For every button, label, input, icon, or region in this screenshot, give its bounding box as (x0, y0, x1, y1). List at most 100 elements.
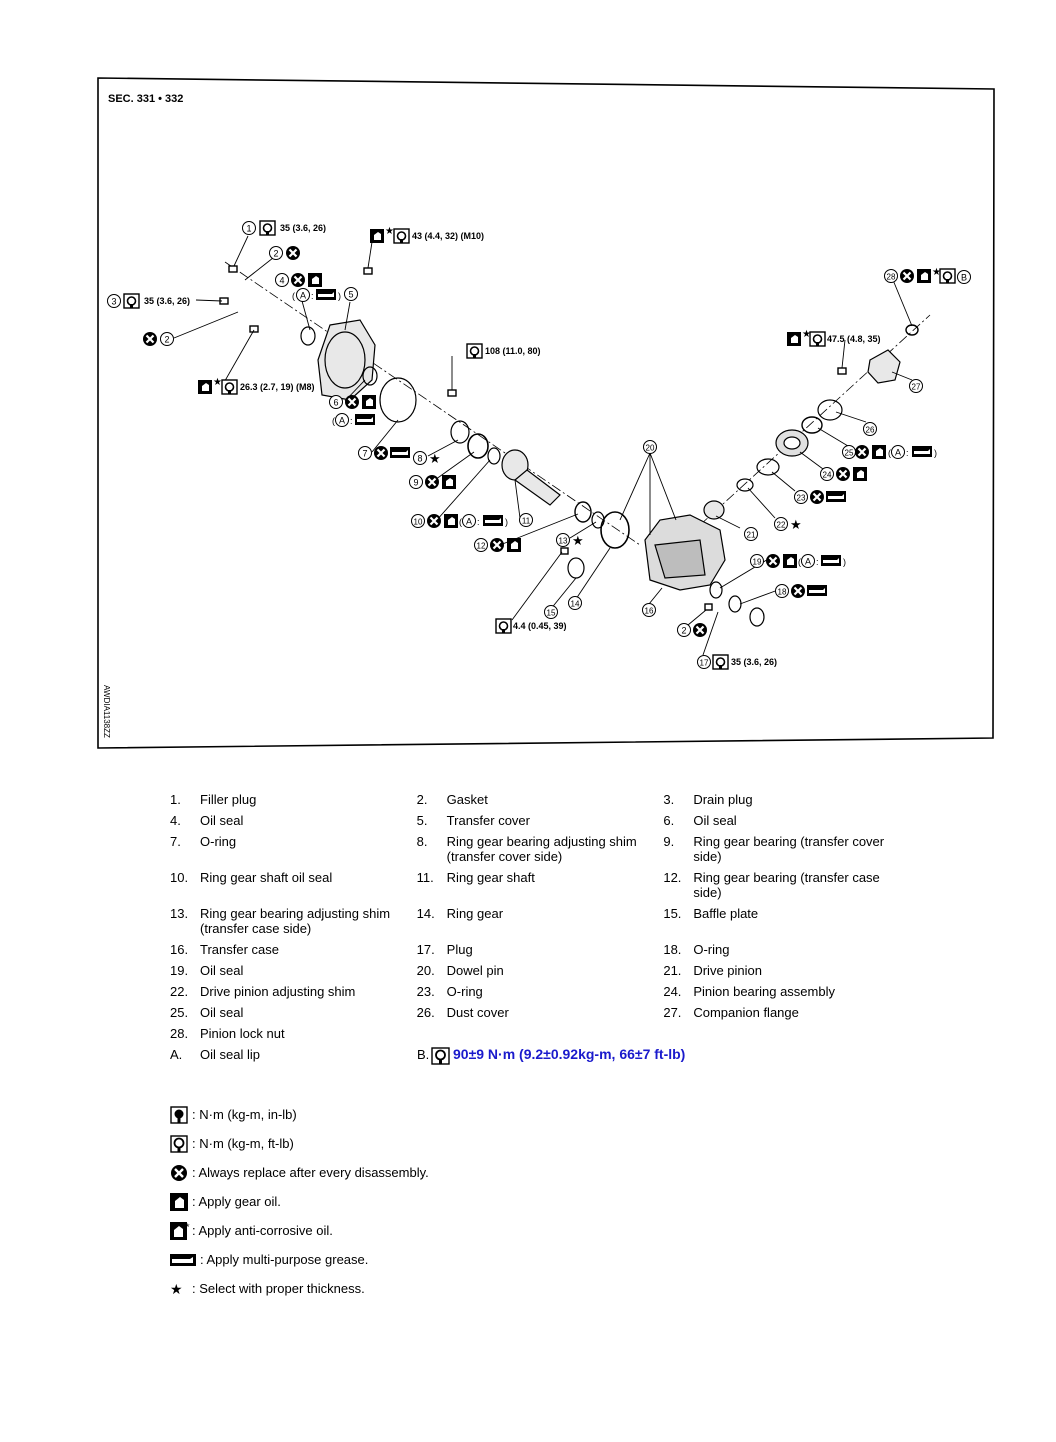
svg-text:27: 27 (912, 383, 921, 392)
part-number: 26. (416, 1005, 435, 1020)
part-name: O-ring (693, 942, 730, 957)
part-name: Dust cover (446, 1005, 509, 1020)
torque-47-5: ★47.5 (4.8, 35) (787, 329, 881, 347)
o-ring-18-shape (728, 595, 742, 613)
svg-text:35 (3.6, 26): 35 (3.6, 26) (731, 657, 777, 667)
svg-text:12: 12 (477, 542, 486, 551)
part-name: Filler plug (200, 792, 257, 807)
svg-text::: : (906, 448, 909, 458)
key-text: : N·m (kg-m, in-lb) (192, 1107, 297, 1122)
svg-text:2: 2 (273, 249, 278, 259)
key-row: : N·m (kg-m, ft-lb) (170, 1129, 429, 1158)
grease-icon (170, 1251, 198, 1269)
part-name: Ring gear shaft oil seal (200, 870, 333, 885)
svg-text:43 (4.4, 32) (M10): 43 (4.4, 32) (M10) (412, 231, 484, 241)
callout-28: 28★B (884, 267, 971, 285)
svg-text:★: ★ (802, 329, 811, 340)
figure-code: AWDIA1138ZZ (102, 685, 111, 738)
part-item: 13. Ring gear bearing adjusting shim (tra… (170, 906, 417, 936)
part-number: 19. (170, 963, 189, 978)
part-item: 10.Ring gear shaft oil seal (170, 870, 417, 900)
svg-text:4: 4 (279, 276, 284, 286)
svg-text:★: ★ (932, 267, 941, 278)
diagram-frame (97, 77, 995, 749)
part-number: 5. (416, 813, 428, 828)
callout-19: 19 (A:) (750, 552, 846, 570)
part-item: 23.O-ring (417, 984, 664, 999)
part-name: Ring gear bearing adjusting shim (transf… (446, 834, 637, 864)
part-item: 28.Pinion lock nut (170, 1026, 417, 1041)
part-name: Drive pinion (693, 963, 762, 978)
parts-row: 13. Ring gear bearing adjusting shim (tra… (170, 906, 910, 936)
key-text: : Select with proper thickness. (192, 1281, 365, 1296)
part-number: 13. (170, 906, 189, 921)
part-item: 11.Ring gear shaft (417, 870, 664, 900)
svg-text::: : (311, 291, 314, 301)
key-text: : Apply multi-purpose grease. (200, 1252, 369, 1267)
part-name: Ring gear bearing (transfer case side) (693, 870, 880, 900)
torque-m8: ★26.3 (2.7, 19) (M8) (198, 377, 315, 395)
callout-26: 26 (863, 422, 877, 436)
svg-text:23: 23 (797, 494, 806, 503)
callout-21: 21 (744, 527, 758, 541)
callout-18: 18 (775, 582, 827, 600)
part-name: Ring gear bearing adjusting shim (transf… (200, 906, 391, 936)
part-number: 20. (416, 963, 435, 978)
key-row: : Always replace after every disassembly… (170, 1158, 429, 1187)
part-item: 1.Filler plug (170, 792, 417, 807)
part-item: 19.Oil seal (170, 963, 417, 978)
svg-text:11: 11 (522, 517, 531, 526)
svg-text:15: 15 (547, 609, 556, 618)
exploded-view-diagram: SEC. 331 • 332 AWDIA1138ZZ (97, 77, 995, 749)
svg-text:13: 13 (559, 537, 568, 546)
ring-gear-shaft-shape (501, 449, 561, 506)
bearing-9-shape (467, 433, 489, 459)
callout-20: 20 (643, 440, 657, 454)
callout-7: 7 (358, 444, 410, 462)
anticorrosive-oil-icon: * (170, 1221, 190, 1240)
part-number: 25. (170, 1005, 189, 1020)
transfer-cover-shape (317, 319, 376, 401)
svg-text:21: 21 (747, 531, 756, 540)
svg-text:A: A (466, 517, 472, 527)
part-name: Companion flange (693, 1005, 799, 1020)
part-number: 3. (663, 792, 675, 807)
callout-15: 15 (544, 605, 558, 619)
part-name: O-ring (446, 984, 483, 999)
part-item: 9.Ring gear bearing (transfer cover side… (663, 834, 910, 864)
svg-text:B: B (961, 273, 967, 283)
svg-text:): ) (934, 448, 937, 458)
callout-10: 10 (A:) (411, 512, 508, 530)
key-row: ★: Select with proper thickness. (170, 1274, 429, 1303)
svg-text:24: 24 (823, 471, 832, 480)
svg-text:(: ( (292, 291, 295, 301)
svg-text:★: ★ (790, 517, 802, 532)
symbol-key: : N·m (kg-m, in-lb): N·m (kg-m, ft-lb): … (170, 1100, 429, 1303)
part-number: 2. (416, 792, 428, 807)
callout-6: 6 (A: (329, 393, 376, 427)
part-item: 8. Ring gear bearing adjusting shim (tran… (417, 834, 664, 864)
part-item: 3.Drain plug (663, 792, 910, 807)
part-number: 17. (416, 942, 435, 957)
torque-m10: ★43 (4.4, 32) (M10) (370, 226, 484, 244)
item-a-text: Oil seal lip (200, 1047, 260, 1062)
svg-text:A: A (300, 291, 306, 301)
callout-12: 12 (474, 536, 521, 554)
part-name: Oil seal (693, 813, 737, 828)
part-number: 4. (170, 813, 181, 828)
svg-text:18: 18 (778, 588, 787, 597)
svg-text:): ) (843, 557, 846, 567)
key-row: : N·m (kg-m, in-lb) (170, 1100, 429, 1129)
callout-25: 25 (A:) (842, 443, 937, 461)
svg-text:19: 19 (753, 558, 762, 567)
part-number: 6. (663, 813, 675, 828)
part-number: 8. (416, 834, 428, 849)
drive-pinion-shape (703, 500, 725, 520)
part-item: 18.O-ring (663, 942, 910, 957)
part-name: O-ring (200, 834, 237, 849)
svg-text:10: 10 (414, 518, 423, 527)
